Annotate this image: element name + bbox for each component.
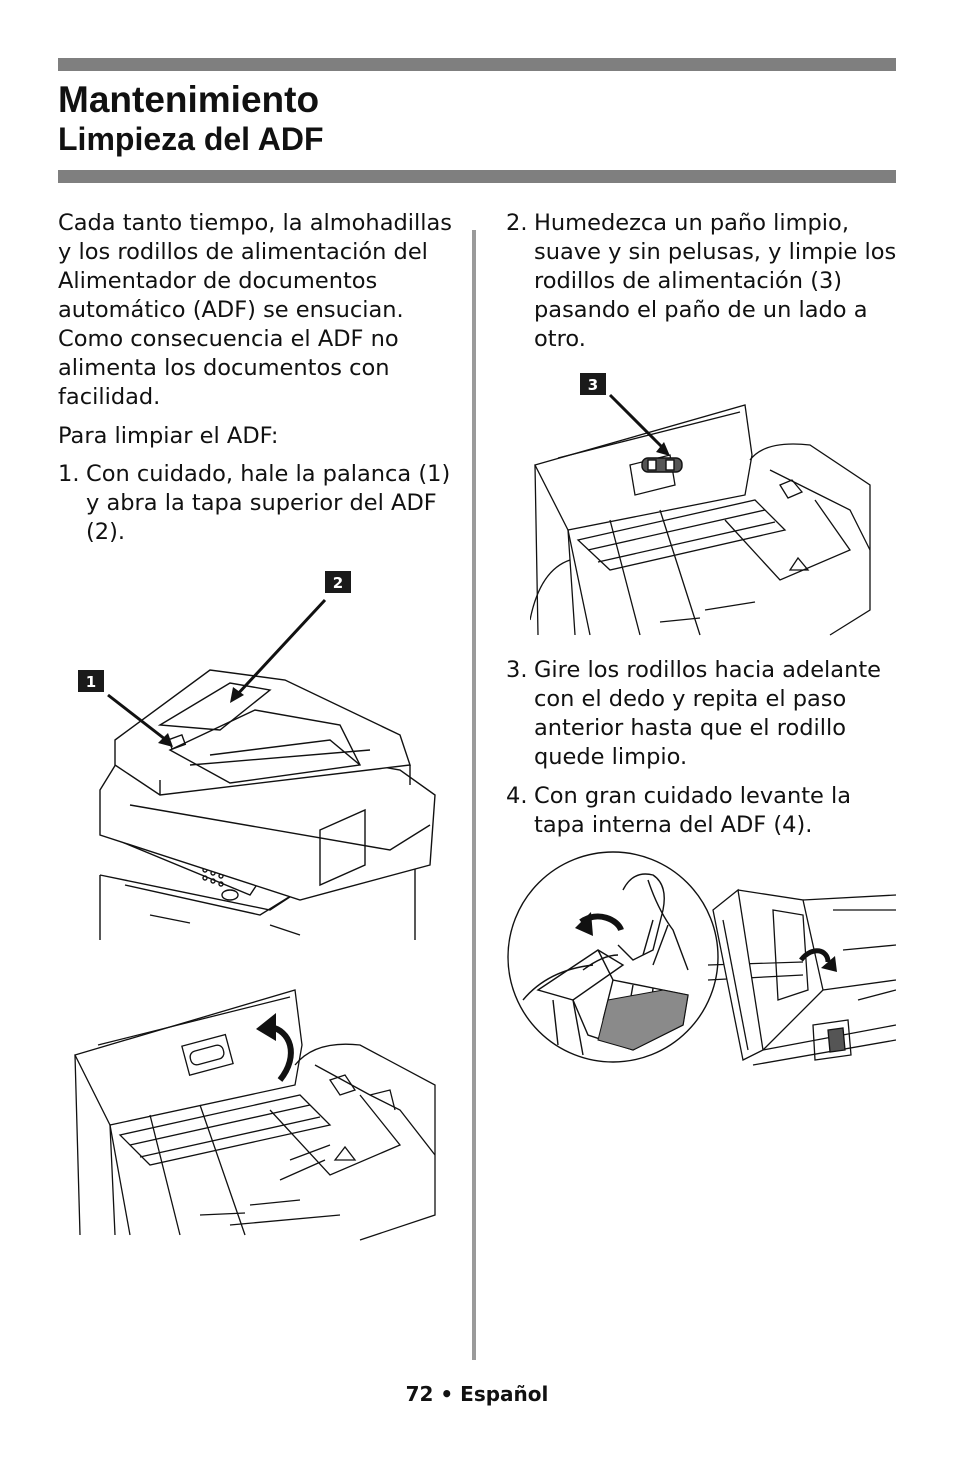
step-number: 1. [58,461,80,487]
step-4: 4. Con gran cuidado levante la tapa inte… [506,782,901,840]
footer-bullet: • [440,1382,454,1406]
figure-adf-open [74,989,436,1241]
step-1: 1. Con cuidado, hale la palanca (1) y ab… [58,460,453,547]
step-text: Gire los rodillos hacia adelante con el … [534,657,882,770]
callout-3: 3 [588,376,598,394]
intro-paragraph: Cada tanto tiempo, la almohadillas y los… [58,210,453,410]
step-2: 2. Humedezca un paño limpio, suave y sin… [506,209,901,354]
page-title: Mantenimiento [58,79,320,120]
step-text: Humedezca un paño limpio, suave y sin pe… [534,210,897,352]
step-3: 3. Gire los rodillos hacia adelante con … [506,656,901,772]
header-rule-top [58,58,896,71]
step-text: Con cuidado, hale la palanca (1) y abra … [86,461,451,545]
page-footer: 72 • Español [0,1382,954,1406]
step-number: 3. [506,657,528,683]
callout-2: 2 [333,574,343,592]
section-title: Limpieza del ADF [58,121,324,157]
figure-feed-rollers: 3 [530,373,871,636]
step-number: 2. [506,210,528,236]
footer-language: Español [460,1382,549,1406]
step-text: Con gran cuidado levante la tapa interna… [534,783,852,838]
page-number: 72 [405,1382,434,1406]
figure-inner-cover [507,851,896,1066]
lead-paragraph: Para limpiar el ADF: [58,423,279,449]
callout-1: 1 [86,673,96,691]
step-number: 4. [506,783,528,809]
figure-adf-printer: 1 2 [78,571,436,940]
left-column: Cada tanto tiempo, la almohadillas y los… [58,209,453,547]
header-rule-bottom [58,170,896,183]
right-column-lower: 3. Gire los rodillos hacia adelante con … [506,656,901,840]
column-divider [472,230,476,1360]
right-column: 2. Humedezca un paño limpio, suave y sin… [506,209,901,354]
